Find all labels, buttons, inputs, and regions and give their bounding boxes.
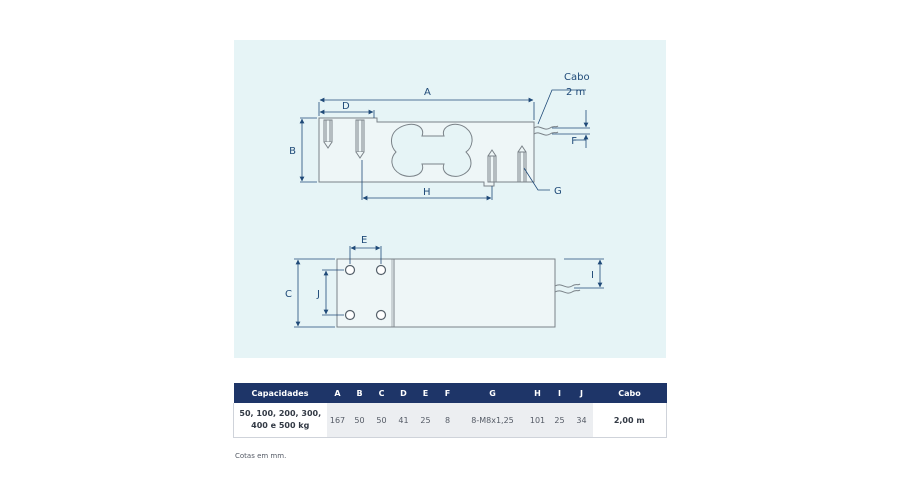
top-view-cable (554, 283, 581, 294)
units-note: Cotas em mm. (235, 452, 287, 460)
value-f: 8 (436, 403, 459, 438)
technical-drawing-panel: A D B H F G Cabo 2 m C J E I (234, 40, 666, 358)
cable-length-label: 2 m (566, 87, 585, 98)
top-view-body (336, 258, 556, 328)
capacities-cell: 50, 100, 200, 300, 400 e 500 kg (233, 403, 327, 438)
header-d: D (392, 383, 415, 403)
side-view-cable (533, 125, 559, 136)
header-f: F (436, 383, 459, 403)
dim-label-j: J (316, 289, 320, 300)
side-view-dimensions (299, 89, 590, 201)
side-view-left-holes (323, 119, 365, 159)
dim-label-d: D (342, 101, 350, 112)
dimensions-table: Capacidades A B C D E F G H I J Cabo 50,… (233, 383, 667, 438)
value-j: 34 (570, 403, 593, 438)
value-b: 50 (348, 403, 371, 438)
header-g: G (458, 383, 527, 403)
top-view (336, 258, 581, 328)
header-h: H (526, 383, 549, 403)
value-d: 41 (392, 403, 415, 438)
cable-label: Cabo (564, 72, 590, 83)
capacities-line-2: 400 e 500 kg (251, 421, 310, 430)
dim-label-b: B (289, 146, 296, 157)
value-e: 25 (414, 403, 437, 438)
side-view-right-holes (487, 145, 527, 183)
value-c: 50 (370, 403, 393, 438)
capacities-line-1: 50, 100, 200, 300, (239, 409, 322, 418)
dim-label-f: F (571, 136, 577, 147)
top-view-mounting-holes (344, 264, 387, 321)
dim-label-h: H (423, 187, 431, 198)
value-g: 8-M8x1,25 (458, 403, 527, 438)
header-j: J (570, 383, 593, 403)
header-b: B (348, 383, 371, 403)
header-cable: Cabo (592, 383, 667, 403)
header-c: C (370, 383, 393, 403)
value-h: 101 (526, 403, 549, 438)
dim-label-a: A (424, 87, 431, 98)
dim-label-e: E (361, 235, 367, 246)
top-view-dimensions (294, 245, 604, 328)
load-cell-drawing: A D B H F G Cabo 2 m C J E I (285, 72, 604, 328)
dim-label-g: G (554, 186, 562, 197)
header-e: E (414, 383, 437, 403)
side-view (318, 117, 559, 187)
table-row: 50, 100, 200, 300, 400 e 500 kg 167 50 5… (233, 403, 667, 438)
value-i: 25 (548, 403, 571, 438)
header-capacities: Capacidades (233, 383, 327, 403)
table-header-row: Capacidades A B C D E F G H I J Cabo (233, 383, 667, 403)
value-a: 167 (326, 403, 349, 438)
dim-label-i: I (591, 270, 594, 281)
value-cable: 2,00 m (592, 403, 667, 438)
dim-label-c: C (285, 289, 292, 300)
side-view-bone-cutout (391, 123, 473, 177)
header-i: I (548, 383, 571, 403)
header-a: A (326, 383, 349, 403)
